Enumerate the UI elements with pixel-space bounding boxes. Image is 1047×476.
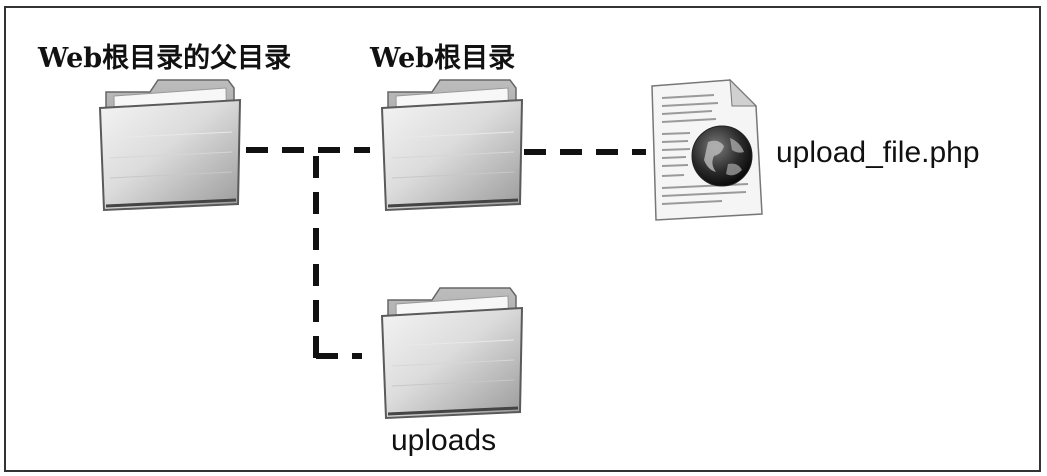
connector-lines bbox=[246, 147, 646, 360]
web-root-label: Web根目录 bbox=[370, 43, 516, 74]
uploads-label: uploads bbox=[391, 424, 497, 457]
php-document-icon bbox=[651, 78, 763, 221]
web-root-parent-folder-icon bbox=[98, 78, 242, 212]
php-file-label: upload_file.php bbox=[776, 136, 980, 169]
web-root-folder-icon bbox=[380, 78, 524, 212]
uploads-folder-icon bbox=[380, 286, 524, 420]
web-root-parent-label: Web根目录的父目录 bbox=[38, 43, 292, 74]
